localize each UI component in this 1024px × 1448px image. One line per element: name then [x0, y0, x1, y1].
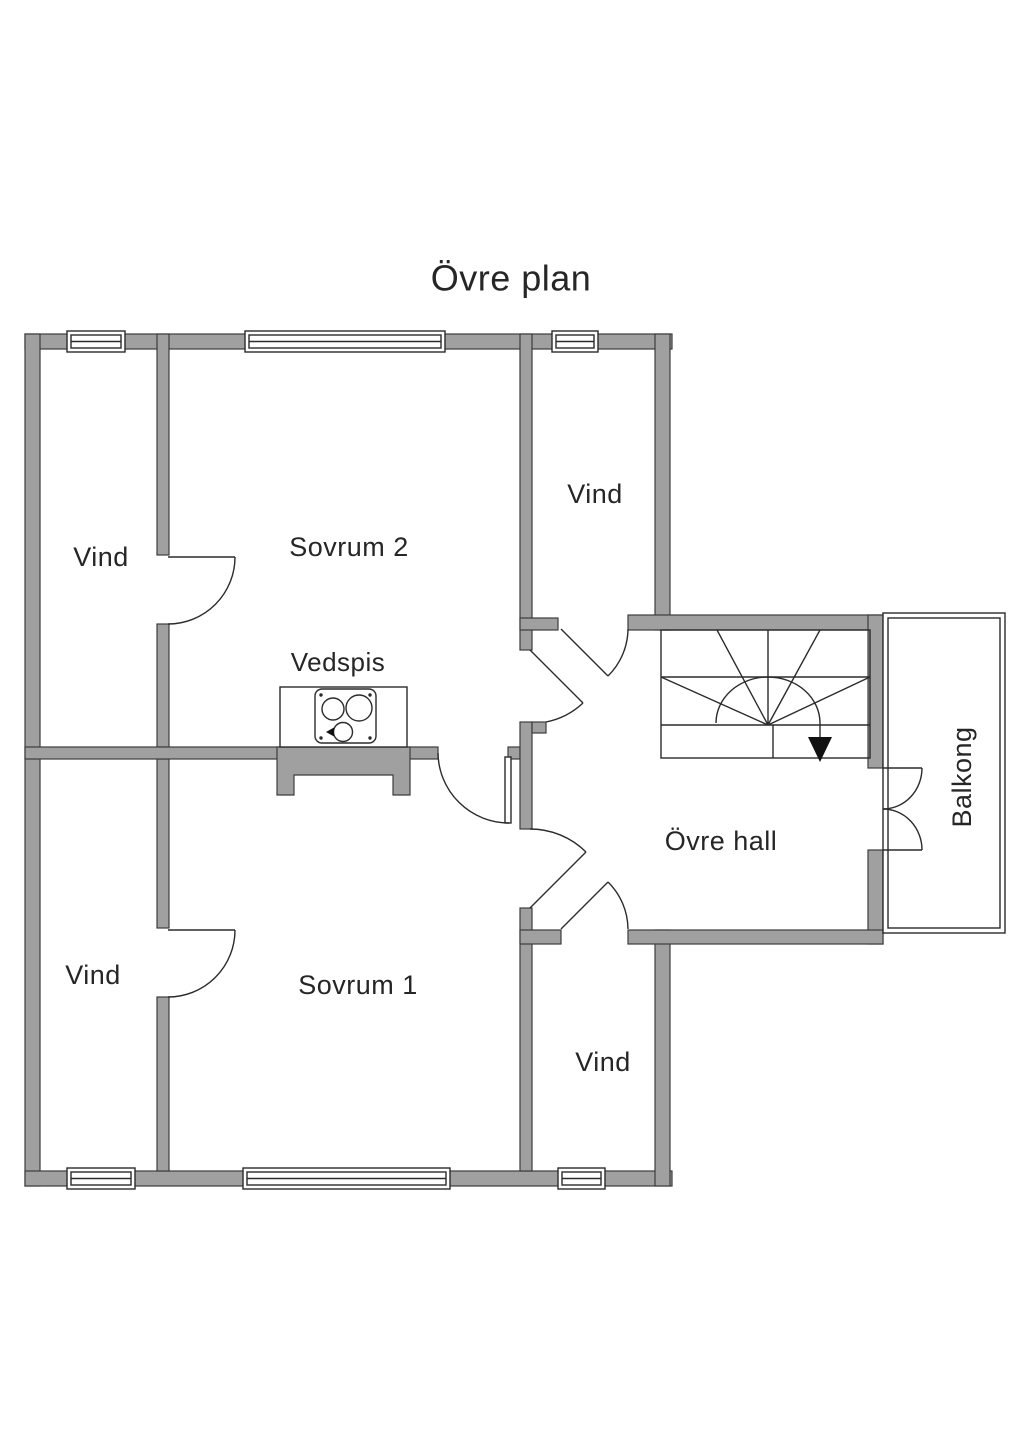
burner-circle: [321, 697, 345, 721]
wall-segment-corridor-tab: [531, 721, 547, 734]
door-swing-arc-vind-nw: [167, 556, 236, 625]
wall-segment-hall-north: [627, 614, 884, 631]
door-swing-arc-middle: [437, 752, 510, 824]
window-symbol: [244, 330, 446, 353]
balcony-inner-rail: [887, 617, 1001, 929]
door-swing-arc-sovrum-1: [529, 828, 587, 909]
wall-segment-right-upper: [654, 333, 671, 631]
wall-segment-left: [24, 333, 41, 1187]
wall-segment-right-lower: [654, 929, 671, 1187]
room-label-sovrum-2: Sovrum 2: [289, 532, 409, 562]
doors: [167, 556, 923, 998]
window-symbol: [557, 1167, 606, 1190]
walls: [24, 333, 884, 1187]
labels: Övre plan Vind Sovrum 2 Vind Vedspis Övr…: [65, 258, 977, 1078]
stove-top: [314, 688, 377, 744]
page-title: Övre plan: [431, 258, 592, 299]
stove-corner-mark: [319, 736, 323, 740]
window-symbol: [551, 330, 599, 353]
wall-segment-westcol-c: [156, 758, 170, 929]
room-label-ovre-hall: Övre hall: [665, 826, 778, 856]
room-label-sovrum-1: Sovrum 1: [298, 970, 418, 1000]
window-symbol: [66, 1167, 136, 1190]
staircase: [660, 629, 871, 762]
door-leaf-middle: [504, 756, 512, 824]
door-swing-arc-balcony-lower: [882, 808, 923, 851]
door-swing-arc-vind-ne: [560, 628, 629, 677]
wall-segment-westcol-b: [156, 623, 170, 748]
stove-corner-mark: [319, 693, 323, 697]
stove-corner-mark: [368, 736, 372, 740]
wall-segment-hall-south: [627, 929, 884, 945]
wall-segment-corridor-b: [519, 721, 533, 830]
room-label-balkong: Balkong: [947, 726, 977, 827]
burner-pointer-icon: [326, 727, 334, 737]
door-swing-arc-vind-se: [560, 881, 629, 930]
wall-segment-corridor-a: [519, 333, 533, 651]
windows: [66, 330, 606, 1190]
door-swing-arc-vind-sw: [167, 929, 236, 998]
balcony-outer-rail: [882, 612, 1006, 934]
wall-segment-corridor-c: [519, 907, 533, 1172]
stairs-down-arrow-icon: [808, 737, 832, 762]
balcony-outline: [882, 612, 1006, 934]
wall-segment-westcol-d: [156, 996, 170, 1172]
wall-segment-vind-ne-south-stub: [519, 617, 559, 631]
room-label-vind-sw: Vind: [65, 960, 121, 990]
stove-corner-mark: [368, 693, 372, 697]
wall-segment-westcol-a: [156, 333, 170, 556]
stair-well-outline: [660, 629, 871, 759]
wall-segment-vind-se-north-stub: [519, 929, 562, 945]
door-swing-arc-balcony-upper: [882, 767, 923, 810]
feature-label-vedspis: Vedspis: [291, 647, 386, 677]
room-label-vind-se: Vind: [575, 1047, 631, 1077]
window-symbol: [66, 330, 126, 353]
window-symbol: [242, 1167, 451, 1190]
wood-stove-icon: [279, 686, 408, 748]
room-label-vind-ne: Vind: [567, 479, 623, 509]
room-label-vind-nw: Vind: [73, 542, 129, 572]
door-swing-arc-sovrum-2: [529, 649, 584, 723]
hearth-masonry: [276, 746, 411, 796]
burner-circle: [345, 694, 373, 722]
